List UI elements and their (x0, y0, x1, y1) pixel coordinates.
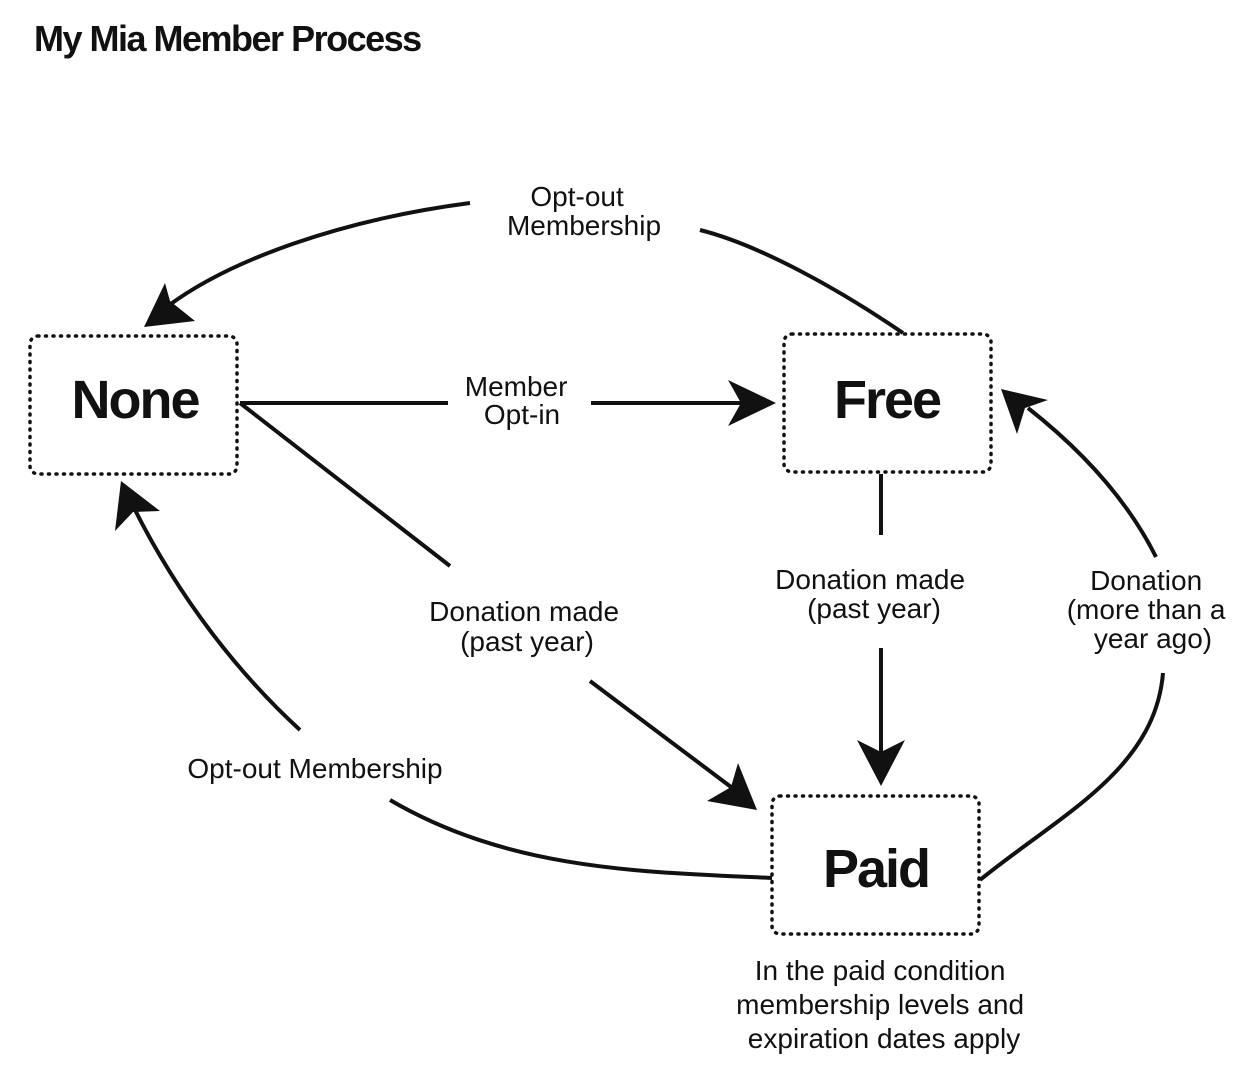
edge-label-line: Opt-in (484, 399, 560, 430)
node-free[interactable]: Free (782, 332, 993, 474)
node-free-label: Free (834, 370, 941, 430)
svg-text:Donation made (past year: Donation made (past year) (429, 596, 627, 657)
edge-label-line: (past year) (460, 626, 594, 657)
node-paid-box (770, 794, 981, 936)
paid-note: In the paid condition membership levels … (736, 955, 1032, 1054)
arrowhead-none-top (144, 283, 195, 327)
edge-none-to-paid: Donation made (past year) (238, 401, 757, 810)
edge-label-line: Donation made (429, 596, 619, 627)
arrowhead-paid-diagonal (707, 763, 757, 810)
edge-label-line: Opt-out Membership (187, 753, 442, 784)
arrowhead-free-left (728, 380, 776, 426)
edge-paid-to-free: Donation (more than a year ago) (978, 389, 1234, 882)
node-free-box (782, 332, 993, 474)
paid-note-line: expiration dates apply (748, 1023, 1020, 1054)
svg-text:Member Opt-in: Member Opt-in (465, 371, 575, 430)
edge-label-line: Member (465, 371, 568, 402)
paid-note-line: membership levels and (736, 989, 1024, 1020)
node-paid-label: Paid (823, 839, 929, 899)
arrowhead-free-right (1001, 389, 1048, 434)
edge-paid-to-none: Opt-out Membership (115, 481, 773, 880)
edge-label-line: (more than a (1067, 594, 1226, 625)
svg-text:Donation made (past year: Donation made (past year) (775, 564, 973, 624)
edge-label-line: Opt-out (530, 181, 624, 212)
svg-text:Donation (more than a: Donation (more than a year ago) (1067, 565, 1234, 654)
edge-label-line: year ago) (1094, 623, 1212, 654)
node-none[interactable]: None (28, 334, 239, 476)
node-paid[interactable]: Paid (770, 794, 981, 936)
node-none-label: None (72, 370, 200, 430)
edge-free-to-none: Opt-out Membership (144, 181, 905, 335)
edge-label-line: (past year) (807, 593, 941, 624)
edge-free-to-paid: Donation made (past year) (775, 474, 973, 786)
svg-text:Opt-out Membership: Opt-out Membership (507, 181, 661, 241)
edge-label-line: Membership (507, 210, 661, 241)
node-none-box (28, 334, 239, 476)
edge-label-line: Donation (1090, 565, 1202, 596)
paid-note-line: In the paid condition (755, 955, 1006, 986)
edge-label-line: Donation made (775, 564, 965, 595)
edge-none-to-free: Member Opt-in (240, 371, 776, 430)
arrowhead-none-bottom (115, 481, 160, 531)
diagram-title: My Mia Member Process (34, 18, 422, 59)
arrowhead-paid-top (857, 740, 905, 786)
